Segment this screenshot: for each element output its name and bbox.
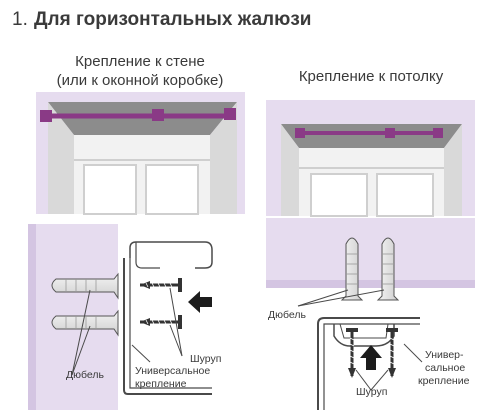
ceiling-bracket-left [295, 128, 305, 138]
ceiling-insert-direction-arrow [360, 345, 382, 370]
ceiling-recess-right [444, 124, 462, 216]
ceiling-dowel-label: Дюбель [268, 309, 306, 321]
detail-ceiling-edge [266, 280, 475, 288]
wall-screw-label: Шуруп [190, 353, 221, 365]
wall-bracket-right [224, 108, 236, 120]
detail-wall-edge [28, 224, 36, 410]
wall-bracket-left [40, 110, 52, 122]
ceiling-bracket-label-3: крепление [418, 375, 470, 387]
leader-screw-lower [169, 324, 183, 357]
ceiling-bracket-right [433, 128, 443, 138]
wall-mount-heading-2: (или к оконной коробке) [57, 72, 224, 89]
screw-upper [140, 278, 182, 292]
wall-bracket-profile [123, 258, 212, 395]
leader-dowel-lower [71, 325, 91, 376]
wall-mount-detail: Дюбель Шуруп Универсальное крепление [28, 224, 221, 410]
page-title: 1. Для горизонтальных жалюзи [12, 9, 311, 30]
ceiling-leader-screw-left [355, 369, 372, 391]
wall-bracket-clip [129, 241, 213, 269]
window-recess-right [210, 102, 237, 214]
ceiling-screw-right [386, 328, 398, 378]
wall-dowel-label: Дюбель [66, 369, 104, 381]
ceiling-bracket-profile [317, 317, 420, 410]
ceiling-window-pane-left [310, 173, 368, 217]
ceiling-leader-screw-right [370, 369, 389, 391]
ceiling-mount-heading: Крепление к потолку [299, 68, 444, 85]
ceiling-bracket-label-2: сальное [425, 362, 465, 374]
window-pane-right [145, 164, 199, 215]
wall-bracket-clip-inner [135, 242, 160, 269]
ceiling-bracket-middle [385, 128, 395, 138]
window-recess-left [48, 102, 74, 214]
ceiling-recess-top [281, 124, 462, 148]
wall-bracket-label-2: крепление [135, 378, 187, 390]
leader-dowel-upper [71, 289, 91, 376]
ceiling-mount-detail: Дюбель Шуруп Универ- сальное крепление [266, 218, 475, 410]
wall-mount-section: Крепление к стене (или к оконной коробке… [36, 53, 245, 215]
screw-lower [140, 315, 182, 329]
ceiling-screw-left [346, 328, 358, 378]
leader-bracket [131, 344, 151, 363]
ceiling-leader-bracket [403, 343, 423, 363]
ceiling-mount-section: Крепление к потолку [266, 68, 475, 217]
insert-direction-arrow [188, 291, 212, 313]
detail-ceiling [266, 218, 475, 280]
title-number: 1. [12, 9, 28, 30]
wall-mount-heading-1: Крепление к стене [75, 53, 205, 70]
ceiling-screw-label: Шуруп [356, 386, 387, 398]
ceiling-recess-left [281, 124, 299, 216]
wall-bracket-label-1: Универсальное [135, 365, 210, 377]
ceiling-leader-dowel-left [297, 289, 349, 307]
leader-screw-upper [169, 287, 183, 357]
window-pane-left [83, 164, 137, 215]
ceiling-bracket-label-1: Универ- [425, 349, 464, 361]
ceiling-window-pane-right [376, 173, 434, 217]
dowel-upper [51, 272, 119, 300]
title-text: Для горизонтальных жалюзи [34, 9, 311, 30]
ceiling-leader-dowel-right [297, 289, 385, 307]
ceiling-dowel-left [340, 237, 364, 301]
wall-bracket-profile-inner [129, 258, 212, 389]
wall-bracket-middle [152, 109, 164, 121]
ceiling-dowel-right [376, 237, 400, 301]
dowel-lower [51, 309, 119, 337]
